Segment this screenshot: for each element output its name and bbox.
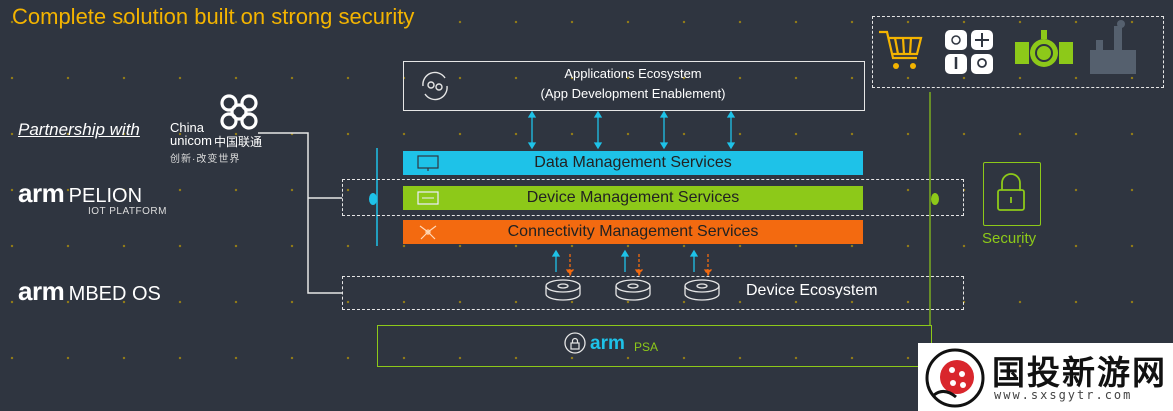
unicom-tagline: 创新·改变世界 bbox=[170, 154, 241, 165]
industrial-pipe-icon bbox=[1015, 30, 1073, 67]
arm-pelion-logo: arm PELION bbox=[18, 178, 142, 209]
app-cycle-icon bbox=[422, 71, 448, 101]
right-green-dot bbox=[931, 193, 939, 205]
watermark-logo-icon bbox=[925, 348, 985, 408]
unicom-english-line1: China bbox=[170, 120, 204, 135]
device-disk-icon bbox=[615, 279, 651, 301]
shopping-cart-icon bbox=[879, 30, 923, 69]
device-disks bbox=[545, 279, 720, 301]
connectivity-management-services-bar: Connectivity Management Services bbox=[403, 220, 863, 244]
smart-home-icon bbox=[945, 30, 993, 74]
watermark-chinese-text: 国投新游网 bbox=[992, 353, 1167, 392]
data-management-services-bar: Data Management Services bbox=[403, 151, 863, 175]
unicom-chinese-name: 中国联通 bbox=[214, 135, 263, 149]
network-icon bbox=[419, 225, 437, 240]
monitor-icon bbox=[417, 155, 439, 171]
device-disk-icon bbox=[684, 279, 720, 301]
padlock-icon bbox=[997, 173, 1025, 211]
device-management-services-bar: Device Management Services bbox=[403, 186, 863, 210]
applications-ecosystem-subtitle: (App Development Enablement) bbox=[540, 86, 726, 101]
mbed-name: MBED OS bbox=[68, 283, 161, 305]
pelion-subtitle: IOT PLATFORM bbox=[88, 206, 167, 217]
psa-label: PSA bbox=[634, 340, 659, 354]
apps-data-arrows bbox=[527, 110, 736, 150]
security-label: Security bbox=[982, 230, 1037, 247]
factory-icon bbox=[1090, 20, 1136, 74]
psa-arm-word: arm bbox=[590, 333, 625, 354]
mbed-arm-word: arm bbox=[18, 276, 65, 306]
connectivity-management-label: Connectivity Management Services bbox=[507, 223, 759, 240]
left-blue-dot bbox=[369, 193, 377, 205]
shield-lock-icon bbox=[564, 332, 586, 354]
device-ecosystem-box bbox=[342, 276, 964, 310]
security-box bbox=[983, 162, 1041, 226]
device-ecosystem-label: Device Ecosystem bbox=[746, 282, 878, 299]
conn-device-arrows bbox=[551, 249, 713, 277]
pelion-name: PELION bbox=[68, 185, 143, 207]
device-management-highlight-box bbox=[342, 179, 964, 216]
pelion-arm-word: arm bbox=[18, 178, 65, 208]
partnership-label: Partnership with bbox=[18, 120, 140, 139]
applications-ecosystem-box bbox=[403, 61, 865, 111]
arm-mbed-logo: arm MBED OS bbox=[18, 276, 161, 307]
industry-verticals-box bbox=[872, 16, 1164, 88]
device-disk-icon bbox=[545, 279, 581, 301]
unicom-to-device-ecosystem-line bbox=[258, 132, 342, 294]
device-management-label: Device Management Services bbox=[526, 189, 740, 206]
china-unicom-knot-logo bbox=[220, 94, 258, 130]
watermark-url: www.sxsgytr.com bbox=[994, 388, 1133, 402]
unicom-english-line2: unicom bbox=[170, 133, 212, 148]
slide-title: Complete solution built on strong securi… bbox=[12, 4, 415, 29]
applications-ecosystem-title: Applications Ecosystem bbox=[564, 66, 702, 81]
data-management-label: Data Management Services bbox=[534, 154, 732, 171]
device-config-icon bbox=[417, 191, 439, 205]
